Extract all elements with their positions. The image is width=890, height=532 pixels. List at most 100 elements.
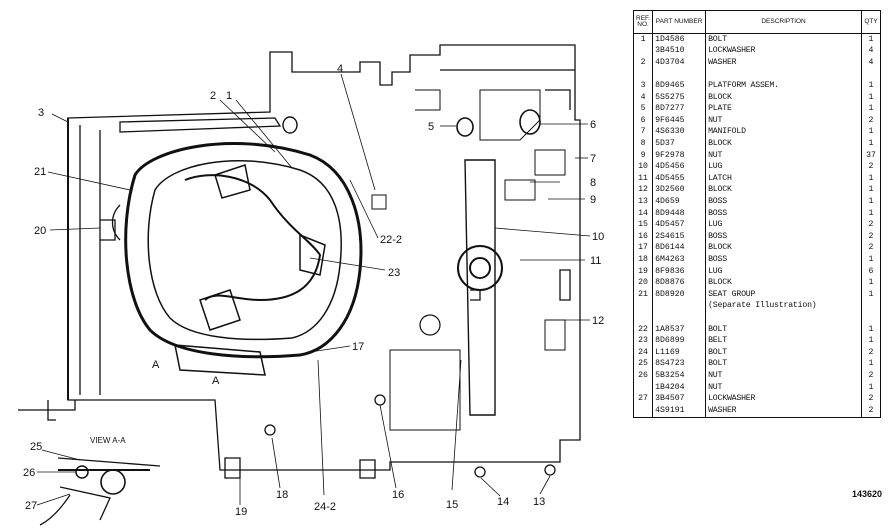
cell-qty: 4 [861, 57, 881, 69]
cell-desc [705, 68, 862, 81]
cell-pn: 8D9465 [652, 80, 707, 92]
cell-pn: 8D9448 [652, 207, 707, 220]
cell-desc: BOLT [705, 347, 862, 359]
cell-qty: 1 [861, 358, 881, 371]
cell-qty: 1 [861, 196, 881, 208]
cell-desc: (Separate Illustration) [705, 300, 862, 313]
cell-pn: 8D8920 [652, 289, 707, 301]
callout-20: 20 [34, 225, 46, 237]
callout-8: 8 [590, 177, 596, 189]
cell-pn: 9F6445 [652, 115, 707, 127]
cell-pn [652, 68, 707, 81]
cell-ref: 14 [632, 207, 654, 220]
cell-desc: WASHER [705, 57, 862, 69]
callout-17: 17 [352, 341, 364, 353]
callout-12: 12 [592, 315, 604, 327]
cell-ref: 12 [632, 184, 654, 197]
cell-desc: NUT [705, 115, 862, 127]
cell-ref: 2 [632, 57, 654, 69]
cell-desc: NUT [705, 370, 862, 382]
callout-24-2: 24-2 [314, 501, 336, 513]
cell-desc: BLOCK [705, 138, 862, 150]
cell-desc: BOLT [705, 358, 862, 371]
cell-pn: 3D2560 [652, 184, 707, 197]
cell-desc: BOSS [705, 196, 862, 208]
cell-desc: BLOCK [705, 242, 862, 255]
callout-10: 10 [592, 231, 604, 243]
callout-6: 6 [590, 119, 596, 131]
cell-qty: 37 [861, 149, 881, 162]
cell-qty: 4 [861, 45, 881, 58]
cell-ref [632, 45, 654, 58]
header-description: DESCRIPTION [705, 10, 862, 34]
cell-desc: SEAT GROUP [705, 289, 862, 301]
cell-pn: 6M4263 [652, 254, 707, 266]
cell-pn: 8D8876 [652, 277, 707, 290]
cell-pn: 9F2978 [652, 149, 707, 162]
cell-desc: LATCH [705, 173, 862, 185]
cell-desc: BLOCK [705, 91, 862, 104]
cell-ref [632, 300, 654, 313]
cell-qty: 1 [861, 103, 881, 116]
callout-21: 21 [34, 166, 46, 178]
cell-ref: 5 [632, 103, 654, 116]
cell-qty: 2 [861, 219, 881, 232]
cell-qty: 2 [861, 347, 881, 359]
table-row [632, 312, 881, 324]
cell-desc: BOSS [705, 207, 862, 220]
cell-ref: 6 [632, 115, 654, 127]
cell-ref: 16 [632, 231, 654, 243]
callout-27: 27 [25, 500, 37, 512]
cell-qty: 1 [861, 126, 881, 139]
callout-15: 15 [446, 499, 458, 511]
cell-ref: 27 [632, 393, 654, 405]
cell-qty: 2 [861, 115, 881, 127]
cell-desc [705, 312, 862, 324]
right-rail [464, 159, 496, 416]
callout-a-1: A [152, 359, 160, 371]
drawing-number: 143620 [852, 489, 883, 499]
cell-pn: 4D5457 [652, 219, 707, 232]
cell-ref: 11 [632, 173, 654, 185]
exploded-parts-drawing: 2 1 4 3 5 6 7 8 9 10 11 12 21 20 22-2 23… [18, 44, 604, 526]
cell-desc: LUG [705, 265, 862, 278]
cell-desc: BOLT [705, 33, 862, 46]
cell-pn: 8D6899 [652, 335, 707, 348]
knob [457, 245, 503, 291]
header-part-number: PART NUMBER [652, 10, 707, 34]
cell-qty [861, 68, 881, 81]
callout-25: 25 [30, 441, 42, 453]
cell-qty: 2 [861, 370, 881, 382]
cell-qty: 1 [861, 381, 881, 394]
cell-qty: 1 [861, 138, 881, 150]
platform-outline [67, 44, 581, 471]
cell-desc: MANIFOLD [705, 126, 862, 139]
cell-desc: BLOCK [705, 277, 862, 290]
cell-ref [632, 68, 654, 81]
cell-pn: 5D37 [652, 138, 707, 150]
callout-11: 11 [590, 255, 601, 267]
cell-pn: 4D5456 [652, 161, 707, 174]
cell-ref: 26 [632, 370, 654, 382]
cell-qty: 2 [861, 242, 881, 255]
callout-16: 16 [392, 489, 404, 501]
cell-qty: 1 [861, 277, 881, 290]
callout-26: 26 [23, 467, 35, 479]
